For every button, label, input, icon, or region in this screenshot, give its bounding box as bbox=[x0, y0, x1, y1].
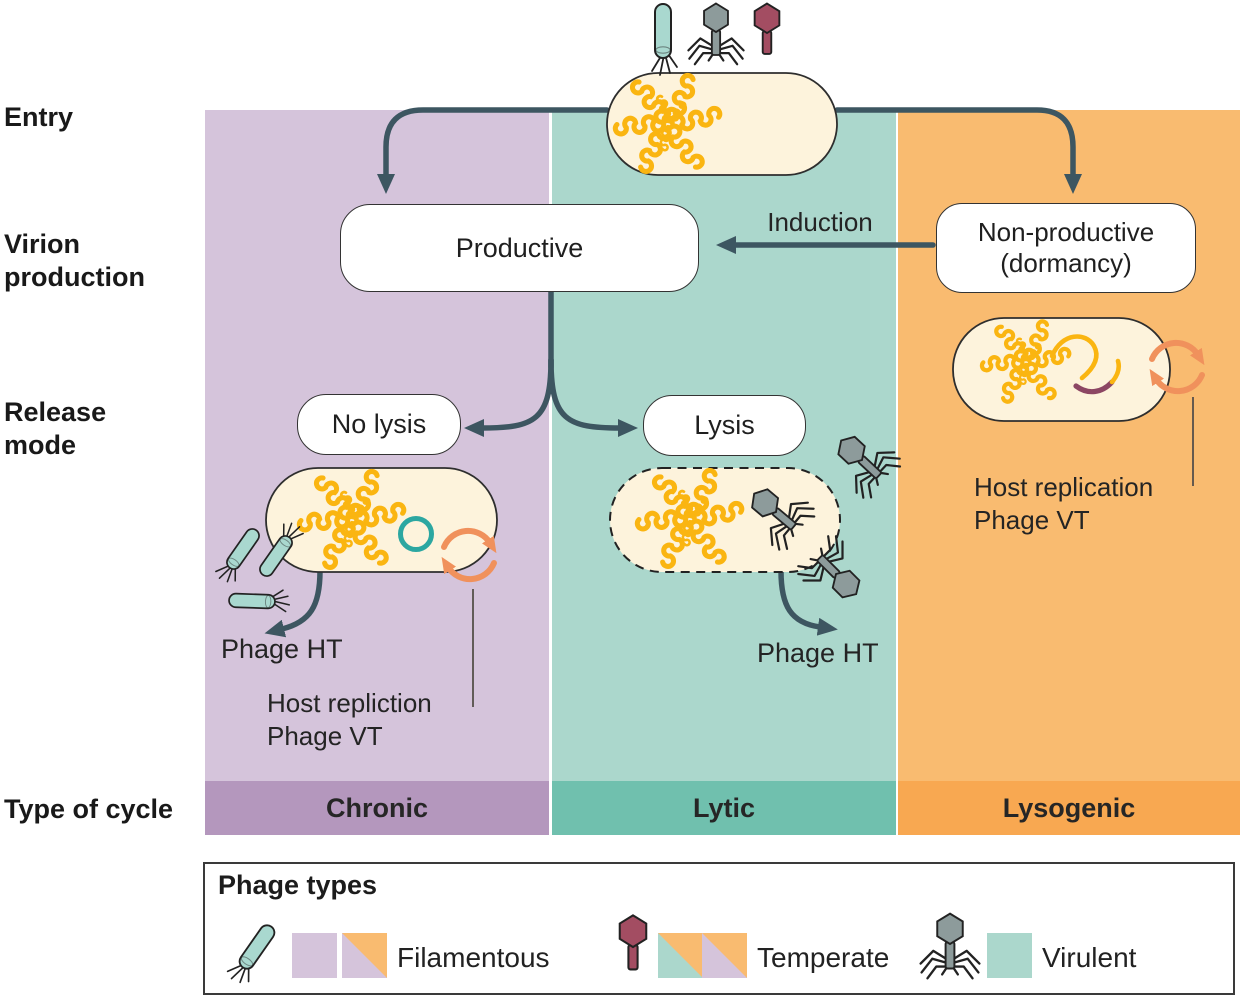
filamentous-phage-icon bbox=[224, 919, 283, 989]
lysis-box: Lysis bbox=[643, 395, 806, 456]
replication-cycle-icon-chronic bbox=[441, 527, 497, 583]
replication-cycle-icon-lysogenic bbox=[1149, 339, 1205, 395]
induction-label: Induction bbox=[767, 207, 873, 237]
phage-ht-label-lytic: Phage HT bbox=[757, 638, 879, 668]
band-lytic-label: Lytic bbox=[692, 792, 755, 823]
legend-label-temperate: Temperate bbox=[757, 942, 890, 973]
productive-box: Productive bbox=[340, 204, 699, 292]
host-replication-label-chronic: Host repliction Phage VT bbox=[267, 688, 432, 751]
phage-ht-label-chronic: Phage HT bbox=[221, 634, 343, 664]
swatch-chronic-lysogenic bbox=[702, 933, 747, 978]
virulent-phage-icon bbox=[687, 2, 745, 66]
entry-arrow-chronic bbox=[377, 107, 610, 194]
branch-to-no-lysis bbox=[464, 357, 554, 437]
row-label-release-mode: Release mode bbox=[4, 397, 107, 460]
band-lysogenic-label: Lysogenic bbox=[1002, 792, 1136, 823]
band-lysogenic: Lysogenic bbox=[898, 781, 1240, 835]
episome-circle-icon bbox=[398, 516, 434, 552]
budding-filamentous-phage bbox=[227, 587, 291, 613]
row-label-virion-production: Virion production bbox=[4, 229, 145, 292]
legend-label-filamentous: Filamentous bbox=[397, 942, 550, 973]
branch-to-lysis bbox=[548, 357, 638, 437]
dna-loop-tip bbox=[1109, 358, 1122, 385]
chronic-bacterial-cell bbox=[265, 467, 498, 573]
virulent-phage-released bbox=[821, 419, 906, 504]
entry-arrow-lysogenic bbox=[834, 107, 1082, 194]
swatch-chronic bbox=[292, 933, 337, 978]
host-replication-label-lysogenic: Host replication Phage VT bbox=[974, 472, 1154, 535]
swatch-chronic-lysogenic bbox=[342, 933, 387, 978]
row-label-entry: Entry bbox=[4, 102, 74, 132]
row-label-type-of-cycle: Type of cycle bbox=[4, 794, 174, 824]
phage-ht-arrow-lytic bbox=[778, 568, 838, 636]
band-chronic-label: Chronic bbox=[325, 792, 428, 823]
legend-label-virulent: Virulent bbox=[1042, 942, 1137, 973]
swatch-lytic bbox=[987, 933, 1032, 978]
no-lysis-box: No lysis bbox=[297, 394, 461, 455]
swatch-lytic-lysogenic bbox=[658, 933, 703, 978]
phage-ht-arrow-chronic bbox=[264, 568, 323, 638]
temperate-phage-icon bbox=[618, 914, 648, 971]
virulent-phage-icon bbox=[919, 912, 981, 980]
temperate-phage-icon bbox=[753, 2, 781, 55]
budding-filamentous-phage bbox=[213, 523, 267, 588]
flow-arrows bbox=[264, 107, 1082, 638]
band-chronic: Chronic bbox=[205, 781, 549, 835]
dna-loop bbox=[1049, 334, 1099, 381]
non-productive-box: Non-productive (dormancy) bbox=[936, 203, 1196, 293]
legend-title: Phage types bbox=[218, 870, 378, 900]
band-lytic: Lytic bbox=[552, 781, 896, 835]
prophage-loop bbox=[1049, 334, 1122, 395]
connector-lines bbox=[472, 397, 1194, 707]
filamentous-phage-icon bbox=[651, 3, 678, 76]
prophage-arc bbox=[1073, 379, 1115, 395]
